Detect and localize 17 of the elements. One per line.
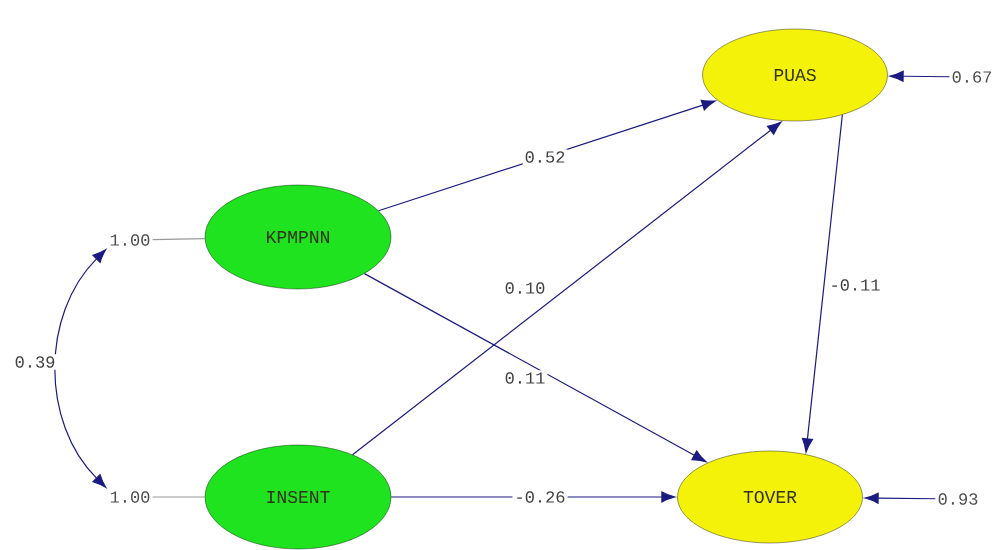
edge-label: 0.10 [502,280,548,296]
edge-label: 0.11 [502,370,548,386]
parameter-value: 1.00 [110,491,150,503]
parameter-value: 0.93 [938,493,978,505]
edge-label: -0.11 [827,277,883,293]
edge-label: -0.26 [512,489,568,505]
path-arrow [363,273,707,463]
path-arrow [864,492,936,504]
parameter-value: 0.67 [952,71,992,83]
path-arrow [377,99,716,212]
path-arrow [54,249,107,488]
parameter-value: 1.00 [110,234,150,246]
path-arrow [351,121,782,456]
edge-label: 0.39 [12,354,58,370]
path-arrow [801,114,843,453]
edge-label: 0.52 [522,149,568,165]
path-arrow [889,70,950,82]
